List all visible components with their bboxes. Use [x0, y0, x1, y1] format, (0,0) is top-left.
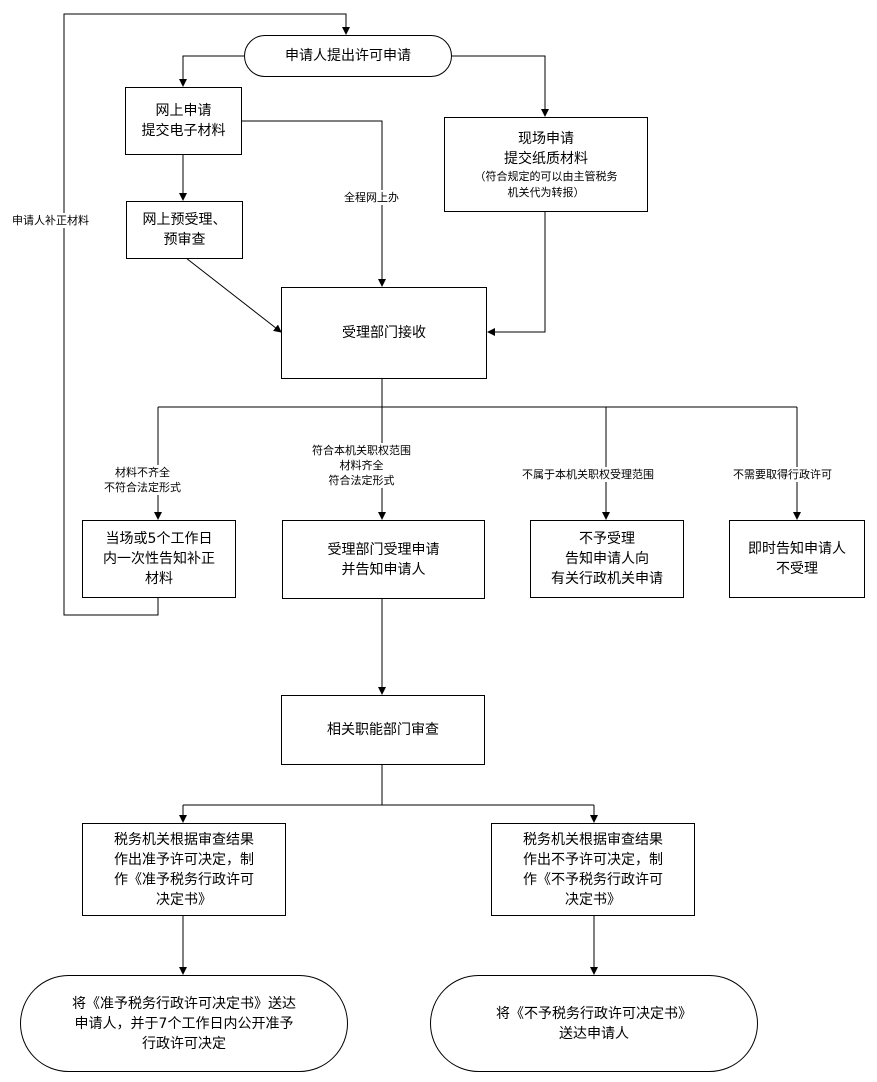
notify-correction-line-3: 材料: [145, 571, 173, 587]
label-resubmit-text: 申请人补正材料: [12, 214, 89, 227]
not-accept-immediate-box: 即时告知申请人 不受理: [729, 520, 865, 598]
notify-correction-box: 当场或5个工作日 内一次性告知补正 材料: [82, 520, 236, 598]
deliver-approve-line-2: 申请人，并于7个工作日内公开准予: [74, 1015, 294, 1032]
label-compliant-line-2: 材料齐全: [339, 459, 384, 472]
label-all-online: 全程网上办: [344, 190, 399, 205]
deny-decision-box: 税务机关根据审查结果 作出不予许可决定，制 作《不予税务行政许可 决定书》: [491, 823, 695, 916]
onsite-submit-line-2: 提交纸质材料: [504, 150, 588, 167]
edge-resubmit-loop: [63, 13, 350, 616]
edge-start-onsite: [452, 55, 549, 117]
deny-line-2: 作出不予许可决定，制: [523, 851, 663, 868]
label-resubmit: 申请人补正材料: [12, 213, 89, 228]
onsite-note-line-1: （符合规定的可以由主管税务: [474, 169, 618, 183]
not-accept-immediate-line-1: 即时告知申请人: [748, 541, 846, 557]
accept-box: 受理部门受理申请 并告知申请人: [282, 520, 485, 599]
online-submit-line-1: 网上申请: [155, 103, 212, 119]
label-no-permit-needed-text: 不需要取得行政许可: [733, 468, 832, 481]
label-incomplete: 材料不齐全 不符合法定形式: [104, 465, 181, 495]
review-box: 相关职能部门审查: [281, 695, 485, 765]
approve-decision-box: 税务机关根据审查结果 作出准予许可决定，制 作《准予税务行政许可 决定书》: [82, 823, 286, 916]
online-submit-box: 网上申请 提交电子材料: [125, 87, 242, 155]
not-accept-refer-line-2: 告知申请人向: [565, 551, 649, 567]
deliver-deny-line-1: 将《不予税务行政许可决定书》: [496, 1005, 692, 1022]
prereview-line-1: 网上预受理、: [142, 212, 227, 228]
label-compliant-line-1: 符合本机关职权范围: [312, 444, 411, 457]
label-all-online-text: 全程网上办: [344, 191, 399, 204]
label-out-of-scope: 不属于本机关职权受理范围: [522, 467, 654, 482]
accept-line-2: 并告知申请人: [341, 561, 426, 578]
deliver-approve-line-3: 行政许可决定: [142, 1035, 226, 1052]
label-incomplete-line-2: 不符合法定形式: [104, 481, 181, 494]
label-out-of-scope-text: 不属于本机关职权受理范围: [522, 468, 654, 481]
approve-line-2: 作出准予许可决定，制: [114, 851, 254, 868]
deliver-approve-terminal: 将《准予税务行政许可决定书》送达 申请人，并于7个工作日内公开准予 行政许可决定: [20, 975, 348, 1072]
notify-correction-line-2: 内一次性告知补正: [103, 551, 215, 567]
label-compliant: 符合本机关职权范围 材料齐全 符合法定形式: [312, 443, 411, 488]
receive-line-1: 受理部门接收: [342, 325, 426, 341]
label-no-permit-needed: 不需要取得行政许可: [733, 467, 832, 482]
edge-onsite-receive: [487, 211, 546, 336]
accept-line-1: 受理部门受理申请: [327, 541, 440, 558]
deny-line-4: 决定书》: [565, 891, 621, 908]
not-accept-refer-box: 不予受理 告知申请人向 有关行政机关申请: [530, 520, 684, 598]
edge-online-receive: [241, 120, 386, 287]
edge-prereview-receive: [185, 257, 282, 333]
approve-line-4: 决定书》: [156, 891, 212, 908]
not-accept-refer-line-1: 不予受理: [579, 531, 635, 547]
deny-line-3: 作《不予税务行政许可: [523, 871, 663, 888]
notify-correction-line-1: 当场或5个工作日: [105, 531, 213, 547]
deliver-deny-terminal: 将《不予税务行政许可决定书》 送达申请人: [430, 975, 758, 1072]
approve-line-3: 作《准予税务行政许可: [114, 871, 254, 888]
review-line-1: 相关职能部门审查: [327, 722, 439, 738]
label-incomplete-line-1: 材料不齐全: [115, 466, 170, 479]
prereview-box: 网上预受理、 预审查: [126, 201, 243, 259]
edge-start-online: [179, 55, 244, 87]
start-line-1: 申请人提出许可申请: [285, 48, 411, 64]
prereview-line-2: 预审查: [163, 232, 206, 248]
approve-line-1: 税务机关根据审查结果: [114, 831, 254, 848]
not-accept-refer-line-3: 有关行政机关申请: [551, 571, 663, 587]
deliver-deny-line-2: 送达申请人: [559, 1025, 629, 1042]
onsite-submit-box: 现场申请 提交纸质材料 （符合规定的可以由主管税务 机关代为转报）: [444, 117, 648, 212]
not-accept-immediate-line-2: 不受理: [776, 561, 818, 577]
receive-box: 受理部门接收: [281, 287, 487, 379]
deliver-approve-line-1: 将《准予税务行政许可决定书》送达: [72, 995, 296, 1012]
onsite-note-line-2: 机关代为转报）: [507, 185, 585, 199]
onsite-submit-line-1: 现场申请: [518, 130, 574, 147]
label-compliant-line-3: 符合法定形式: [328, 474, 395, 487]
online-submit-line-2: 提交电子材料: [141, 123, 226, 139]
start-node: 申请人提出许可申请: [244, 35, 452, 77]
deny-line-1: 税务机关根据审查结果: [523, 831, 663, 848]
